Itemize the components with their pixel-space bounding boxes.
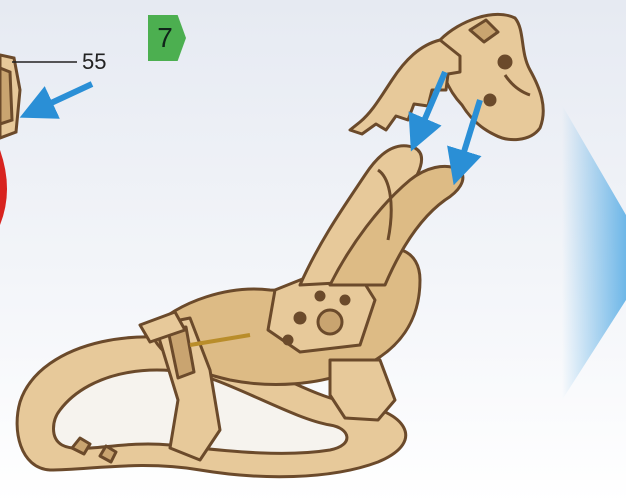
horse-leg-front (330, 360, 395, 420)
horse-mane (350, 40, 460, 134)
part-number-callout: 55 (82, 49, 106, 75)
assembly-arrow-icon (36, 84, 92, 110)
previous-part (0, 55, 20, 138)
horse-model (17, 14, 543, 476)
next-step-chevron-icon (562, 105, 626, 400)
step-number: 7 (152, 18, 178, 58)
red-accent (0, 150, 7, 225)
